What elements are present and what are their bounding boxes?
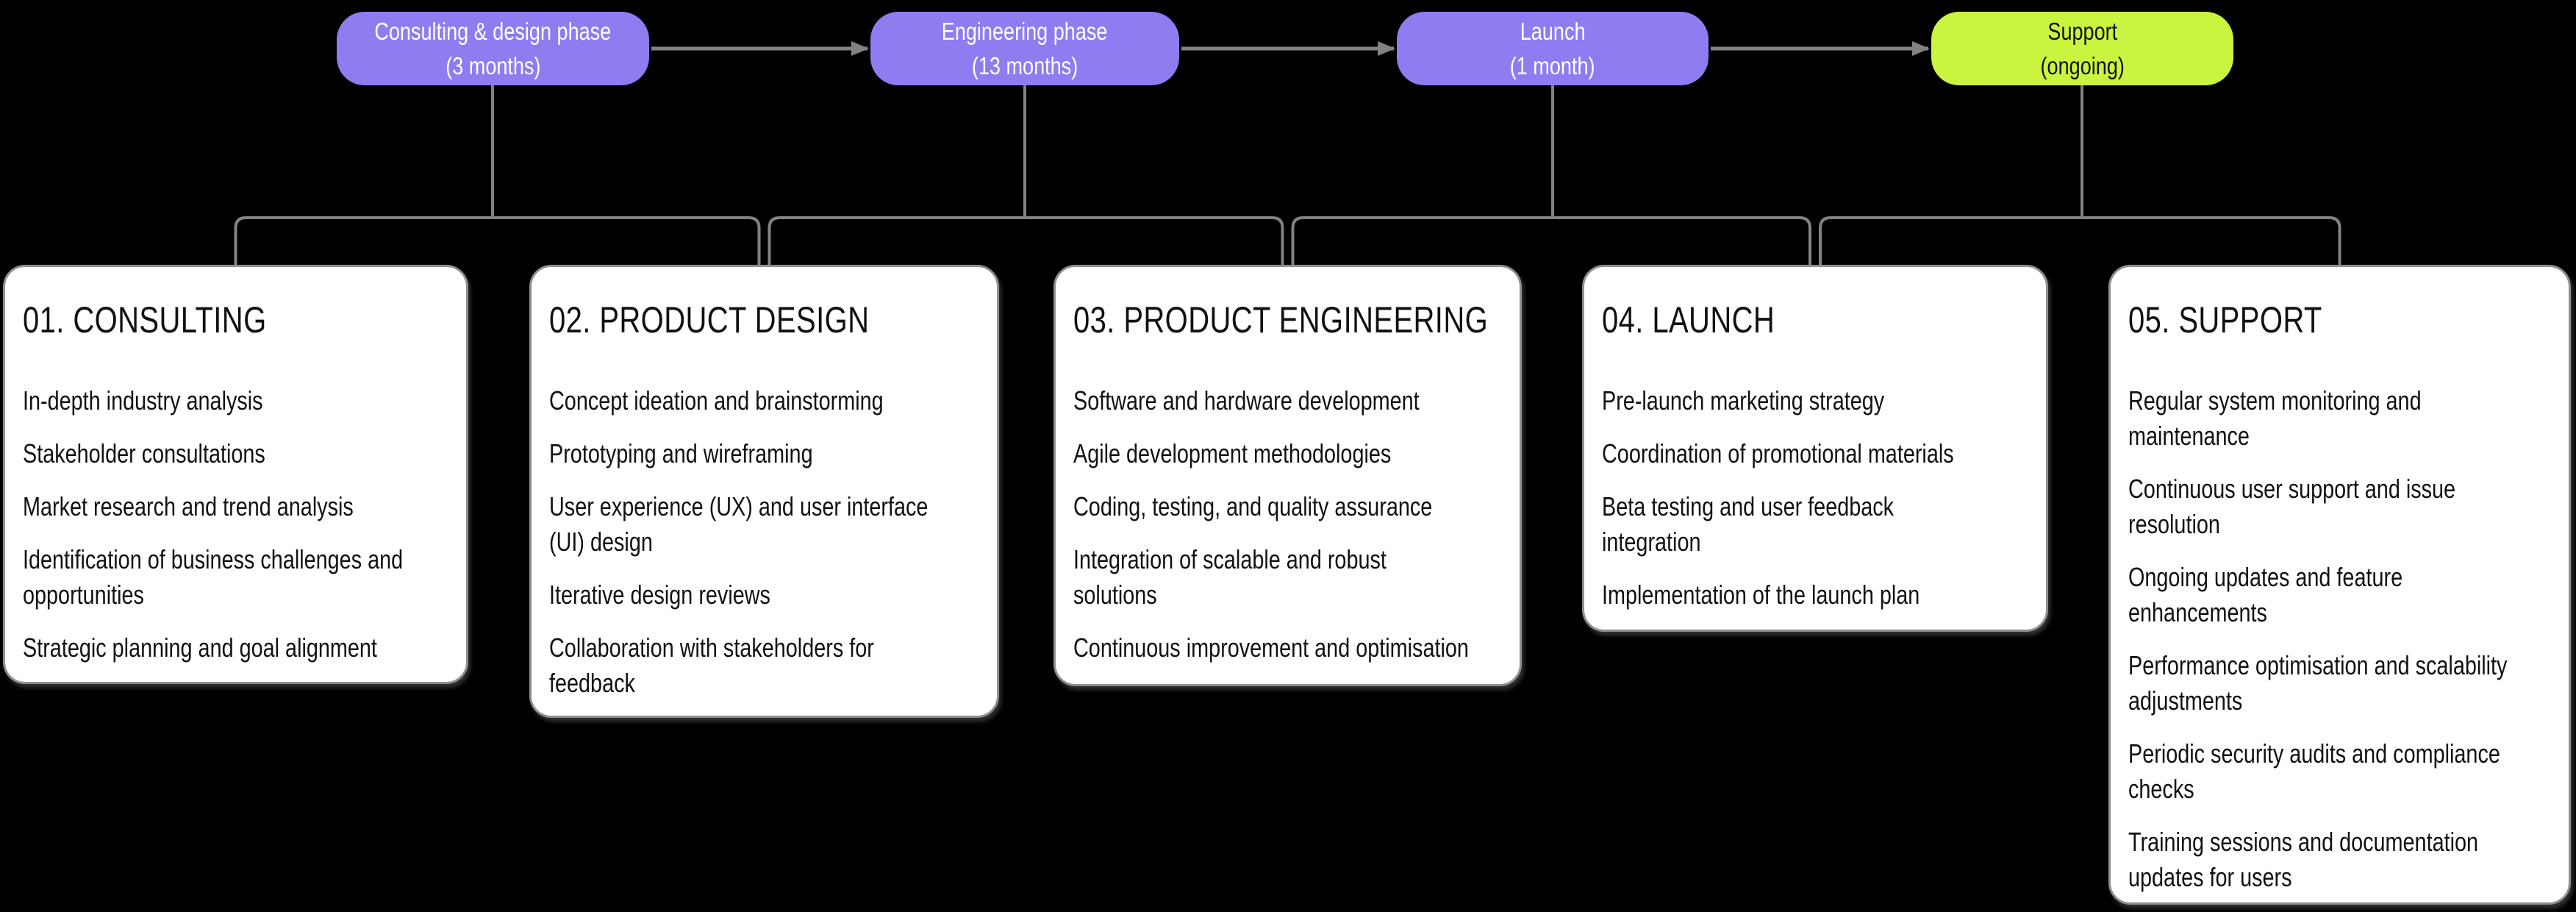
card-item: User experience (UX) and user interface … — [549, 491, 929, 557]
phase-duration: (1 month) — [1510, 52, 1595, 79]
phase-duration: (ongoing) — [2040, 52, 2125, 79]
card-title: 02. PRODUCT DESIGN — [549, 299, 870, 341]
card-item: Periodic security audits and compliance … — [2128, 738, 2500, 804]
card-item: Concept ideation and brainstorming — [549, 385, 884, 416]
card-item: Regular system monitoring and maintenanc… — [2128, 385, 2422, 451]
card-item: Agile development methodologies — [1073, 438, 1392, 469]
bracket-phase2 — [768, 216, 1284, 267]
phase-label: Support — [2047, 18, 2117, 45]
phase-pill-consulting-design: Consulting & design phase (3 months) — [337, 12, 649, 85]
phase-duration: (3 months) — [445, 52, 541, 79]
card-item: Ongoing updates and feature enhancements — [2128, 562, 2403, 627]
card-product-design: 02. PRODUCT DESIGN Concept ideation and … — [529, 265, 999, 718]
card-product-engineering: 03. PRODUCT ENGINEERING Software and har… — [1053, 265, 1522, 686]
card-item: In-depth industry analysis — [23, 385, 263, 416]
bracket-phase4 — [1819, 216, 2341, 267]
card-item: Pre-launch marketing strategy — [1602, 385, 1885, 416]
card-item: Identification of business challenges an… — [23, 544, 404, 610]
card-item: Coordination of promotional materials — [1602, 438, 1954, 469]
card-item: Strategic planning and goal alignment — [23, 633, 377, 663]
phase-label: Consulting & design phase — [374, 18, 612, 45]
card-item: Prototyping and wireframing — [549, 438, 813, 469]
phase-pill-support: Support (ongoing) — [1931, 12, 2233, 85]
card-title: 03. PRODUCT ENGINEERING — [1073, 299, 1489, 341]
phase-label: Launch — [1520, 18, 1586, 45]
card-item: Stakeholder consultations — [23, 438, 265, 469]
card-title: 04. LAUNCH — [1602, 299, 1775, 341]
phase-duration: (13 months) — [971, 52, 1078, 79]
card-item: Performance optimisation and scalability… — [2128, 650, 2508, 716]
card-item: Market research and trend analysis — [23, 491, 354, 521]
card-item: Continuous improvement and optimisation — [1073, 633, 1469, 663]
phase-label: Engineering phase — [942, 18, 1108, 45]
card-item: Coding, testing, and quality assurance — [1073, 491, 1433, 521]
card-item: Collaboration with stakeholders for feed… — [549, 633, 874, 698]
card-support: 05. SUPPORT Regular system monitoring an… — [2108, 265, 2571, 905]
phase-pill-engineering: Engineering phase (13 months) — [870, 12, 1179, 85]
card-item: Continuous user support and issue resolu… — [2128, 474, 2456, 539]
phase-pill-launch: Launch (1 month) — [1397, 12, 1709, 85]
card-item: Implementation of the launch plan — [1602, 580, 1920, 610]
card-item: Beta testing and user feedback integrati… — [1602, 491, 1895, 557]
card-item: Software and hardware development — [1073, 385, 1420, 416]
card-item: Iterative design reviews — [549, 580, 770, 610]
bracket-phase1 — [234, 216, 761, 267]
card-item: Integration of scalable and robust solut… — [1073, 544, 1387, 610]
card-launch: 04. LAUNCH Pre-launch marketing strategy… — [1582, 265, 2048, 632]
card-title: 01. CONSULTING — [23, 299, 267, 341]
bracket-phase3 — [1291, 216, 1811, 267]
card-consulting: 01. CONSULTING In-depth industry analysi… — [3, 265, 468, 684]
card-item: Training sessions and documentation upda… — [2128, 827, 2479, 892]
card-title: 05. SUPPORT — [2128, 299, 2322, 341]
